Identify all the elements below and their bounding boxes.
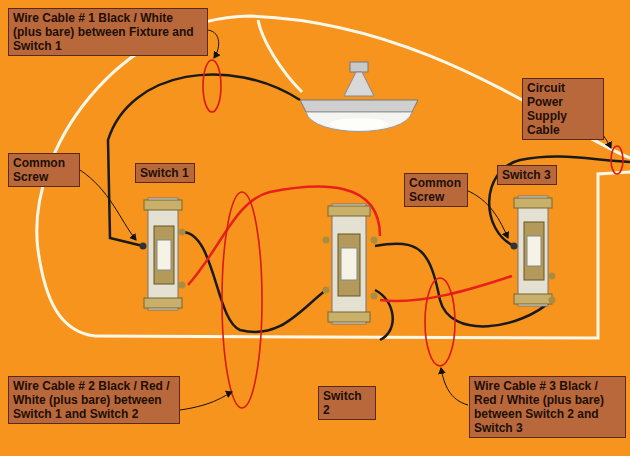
- switch-2: [323, 204, 378, 324]
- label-text: Wire Cable # 1 Black / White (plus bare)…: [13, 11, 203, 53]
- leader-line: [80, 30, 611, 410]
- label-text: Circuit Power Supply Cable: [527, 81, 599, 137]
- label-box: Common Screw: [8, 153, 80, 187]
- label-box: Wire Cable # 2 Black / Red / White (plus…: [8, 376, 180, 424]
- label-box: Wire Cable # 3 Black / Red / White (plus…: [469, 376, 626, 438]
- label-box: Switch 2: [318, 386, 376, 420]
- label-text: Switch 1: [140, 166, 190, 180]
- label-text: Wire Cable # 3 Black / Red / White (plus…: [474, 379, 621, 435]
- label-box: Switch 3: [497, 165, 557, 185]
- label-text: Common Screw: [409, 176, 463, 204]
- label-text: Wire Cable # 2 Black / Red / White (plus…: [13, 379, 175, 421]
- label-box: Wire Cable # 1 Black / White (plus bare)…: [8, 8, 208, 56]
- label-box: Circuit Power Supply Cable: [522, 78, 604, 140]
- black-wire: [108, 74, 630, 340]
- label-box: Switch 1: [135, 163, 195, 183]
- switch-1: [140, 198, 186, 310]
- cable-ring: [203, 60, 623, 408]
- label-box: Common Screw: [404, 173, 468, 207]
- label-text: Switch 3: [502, 168, 552, 182]
- label-text: Common Screw: [13, 156, 75, 184]
- light-fixture: [300, 62, 418, 132]
- switch-3: [511, 196, 556, 306]
- white-wire: [37, 16, 630, 338]
- label-text: Switch 2: [323, 389, 371, 417]
